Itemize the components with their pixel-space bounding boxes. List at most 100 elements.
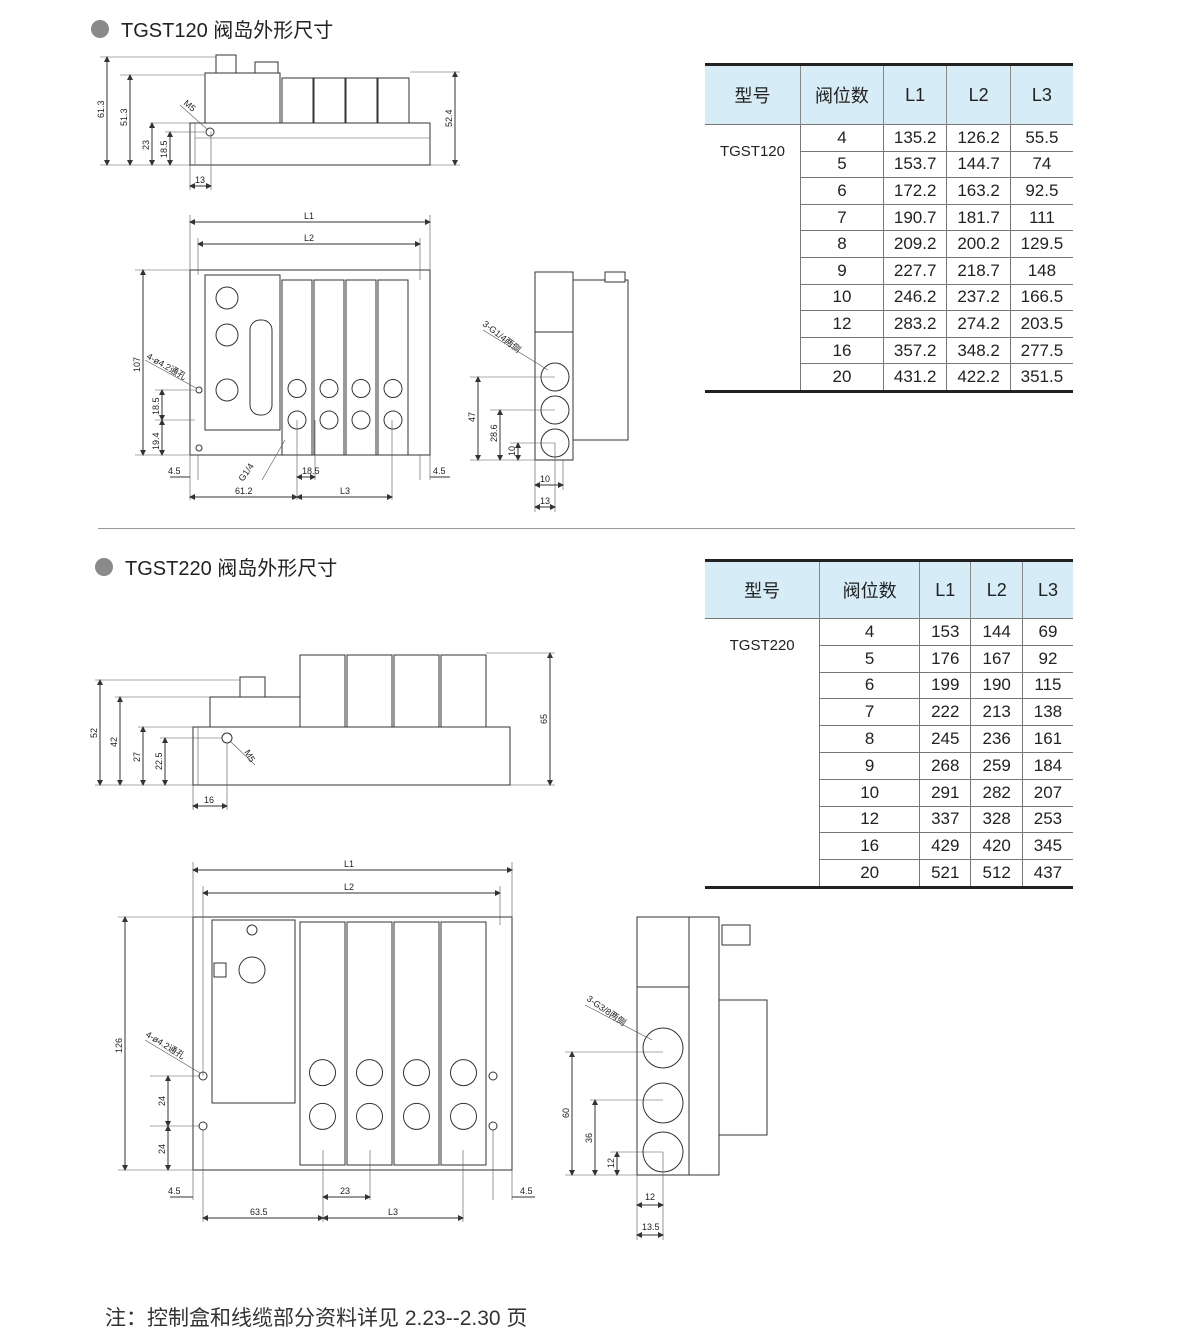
dim-23: 23	[141, 140, 151, 150]
table-cell: 126.2	[946, 124, 1011, 152]
valve-body	[393, 921, 440, 1166]
column-header: 阀位数	[819, 560, 921, 619]
table-cell: 111	[1009, 203, 1073, 232]
table-cell: 429	[919, 832, 972, 861]
dim-18-5: 18.5	[151, 397, 161, 415]
table-cell: 245	[919, 725, 972, 753]
table-cell: 129.5	[1009, 230, 1073, 258]
table-cell: 9	[799, 256, 884, 285]
dim-27: 27	[132, 752, 142, 762]
table-cell: 437	[1021, 859, 1073, 888]
dim-l3: L3	[340, 486, 350, 496]
section1-title-text: TGST120 阀岛外形尺寸	[121, 20, 334, 42]
tgst120-front-view: L1 L2 107 4-ø4.2通孔 18.5 19.4 4.5 18.5 4.…	[132, 211, 450, 500]
table-cell: 161	[1021, 725, 1073, 753]
dim-13: 13	[195, 175, 205, 185]
table-cell: 246.2	[882, 283, 948, 312]
table-cell: 167	[970, 644, 1023, 673]
tgst220-elevation-view: 52 42 27 22.5 16 M5 65	[89, 652, 555, 810]
dim-47: 47	[467, 412, 477, 422]
table-cell: 176	[919, 644, 972, 673]
column-header: 型号	[705, 64, 801, 125]
table-cell: 148	[1009, 256, 1073, 285]
table-cell: 190.7	[882, 203, 948, 232]
table-cell: 237.2	[946, 283, 1011, 312]
table-cell: 172.2	[882, 177, 948, 205]
table-cell: 163.2	[946, 177, 1011, 205]
dim-24-a: 24	[157, 1096, 167, 1106]
table-cell: 253	[1021, 805, 1073, 834]
table-cell: 190	[970, 671, 1023, 700]
dim-52: 52	[89, 728, 99, 738]
dim-63-5: 63.5	[250, 1207, 268, 1217]
dim-12: 12	[606, 1158, 616, 1168]
column-header: L2	[946, 64, 1011, 125]
dim-12-w: 12	[645, 1192, 655, 1202]
table-cell: 184	[1021, 751, 1073, 780]
table-cell: 8	[799, 230, 884, 258]
dim-hole: 4-ø4.2通孔	[145, 351, 188, 382]
table-cell: 348.2	[946, 336, 1011, 365]
table-cell: 200.2	[946, 230, 1011, 258]
port-circle	[309, 1059, 336, 1087]
table-cell: 203.5	[1009, 310, 1073, 338]
table-cell: 209.2	[882, 230, 948, 258]
dim-l3: L3	[388, 1207, 398, 1217]
section2-title-text: TGST220 阀岛外形尺寸	[125, 558, 338, 580]
table-cell: 16	[799, 336, 884, 365]
section1-title: TGST120 阀岛外形尺寸	[91, 14, 333, 43]
dim-port: G1/4	[236, 461, 255, 483]
table-cell: 8	[819, 725, 921, 753]
dim-l2: L2	[344, 882, 354, 892]
valve-body	[440, 921, 487, 1166]
dim-18-5: 18.5	[159, 140, 169, 158]
bullet-icon	[95, 557, 113, 576]
dim-16: 16	[204, 795, 214, 805]
table-cell: 222	[919, 698, 972, 727]
table-cell: 345	[1021, 832, 1073, 861]
section2-title: TGST220 阀岛外形尺寸	[95, 552, 337, 581]
dim-13-w: 13	[540, 496, 550, 506]
column-header: L1	[882, 64, 948, 125]
dim-42: 42	[109, 737, 119, 747]
port-circle	[319, 379, 339, 398]
table-cell: 207	[1021, 778, 1073, 807]
column-header: 阀位数	[799, 64, 884, 125]
table-cell: 10	[799, 283, 884, 312]
table-cell: 144.7	[946, 150, 1011, 179]
dim-65: 65	[539, 714, 549, 724]
dim-13-5-w: 13.5	[642, 1222, 660, 1232]
port-circle	[383, 410, 403, 430]
valve-body	[345, 279, 377, 456]
dim-126: 126	[114, 1038, 124, 1053]
table-cell: 422.2	[946, 363, 1011, 392]
table-cell: 337	[919, 805, 972, 834]
bullet-icon	[91, 19, 109, 38]
table-cell: 6	[799, 177, 884, 205]
table-cell: 6	[819, 671, 921, 700]
dim-61-3: 61.3	[96, 100, 106, 118]
dim-4-5-right: 4.5	[520, 1186, 533, 1196]
dim-61-2: 61.2	[235, 486, 253, 496]
table-cell: 20	[799, 363, 884, 392]
dim-pitch: 23	[340, 1186, 350, 1196]
column-header: L3	[1021, 560, 1073, 619]
table-cell: 12	[799, 310, 884, 338]
dim-24-b: 24	[157, 1144, 167, 1154]
table-cell: 218.7	[946, 256, 1011, 285]
dim-l1: L1	[344, 859, 354, 869]
dim-m5: M5	[182, 98, 198, 114]
dim-19-4: 19.4	[151, 432, 161, 450]
